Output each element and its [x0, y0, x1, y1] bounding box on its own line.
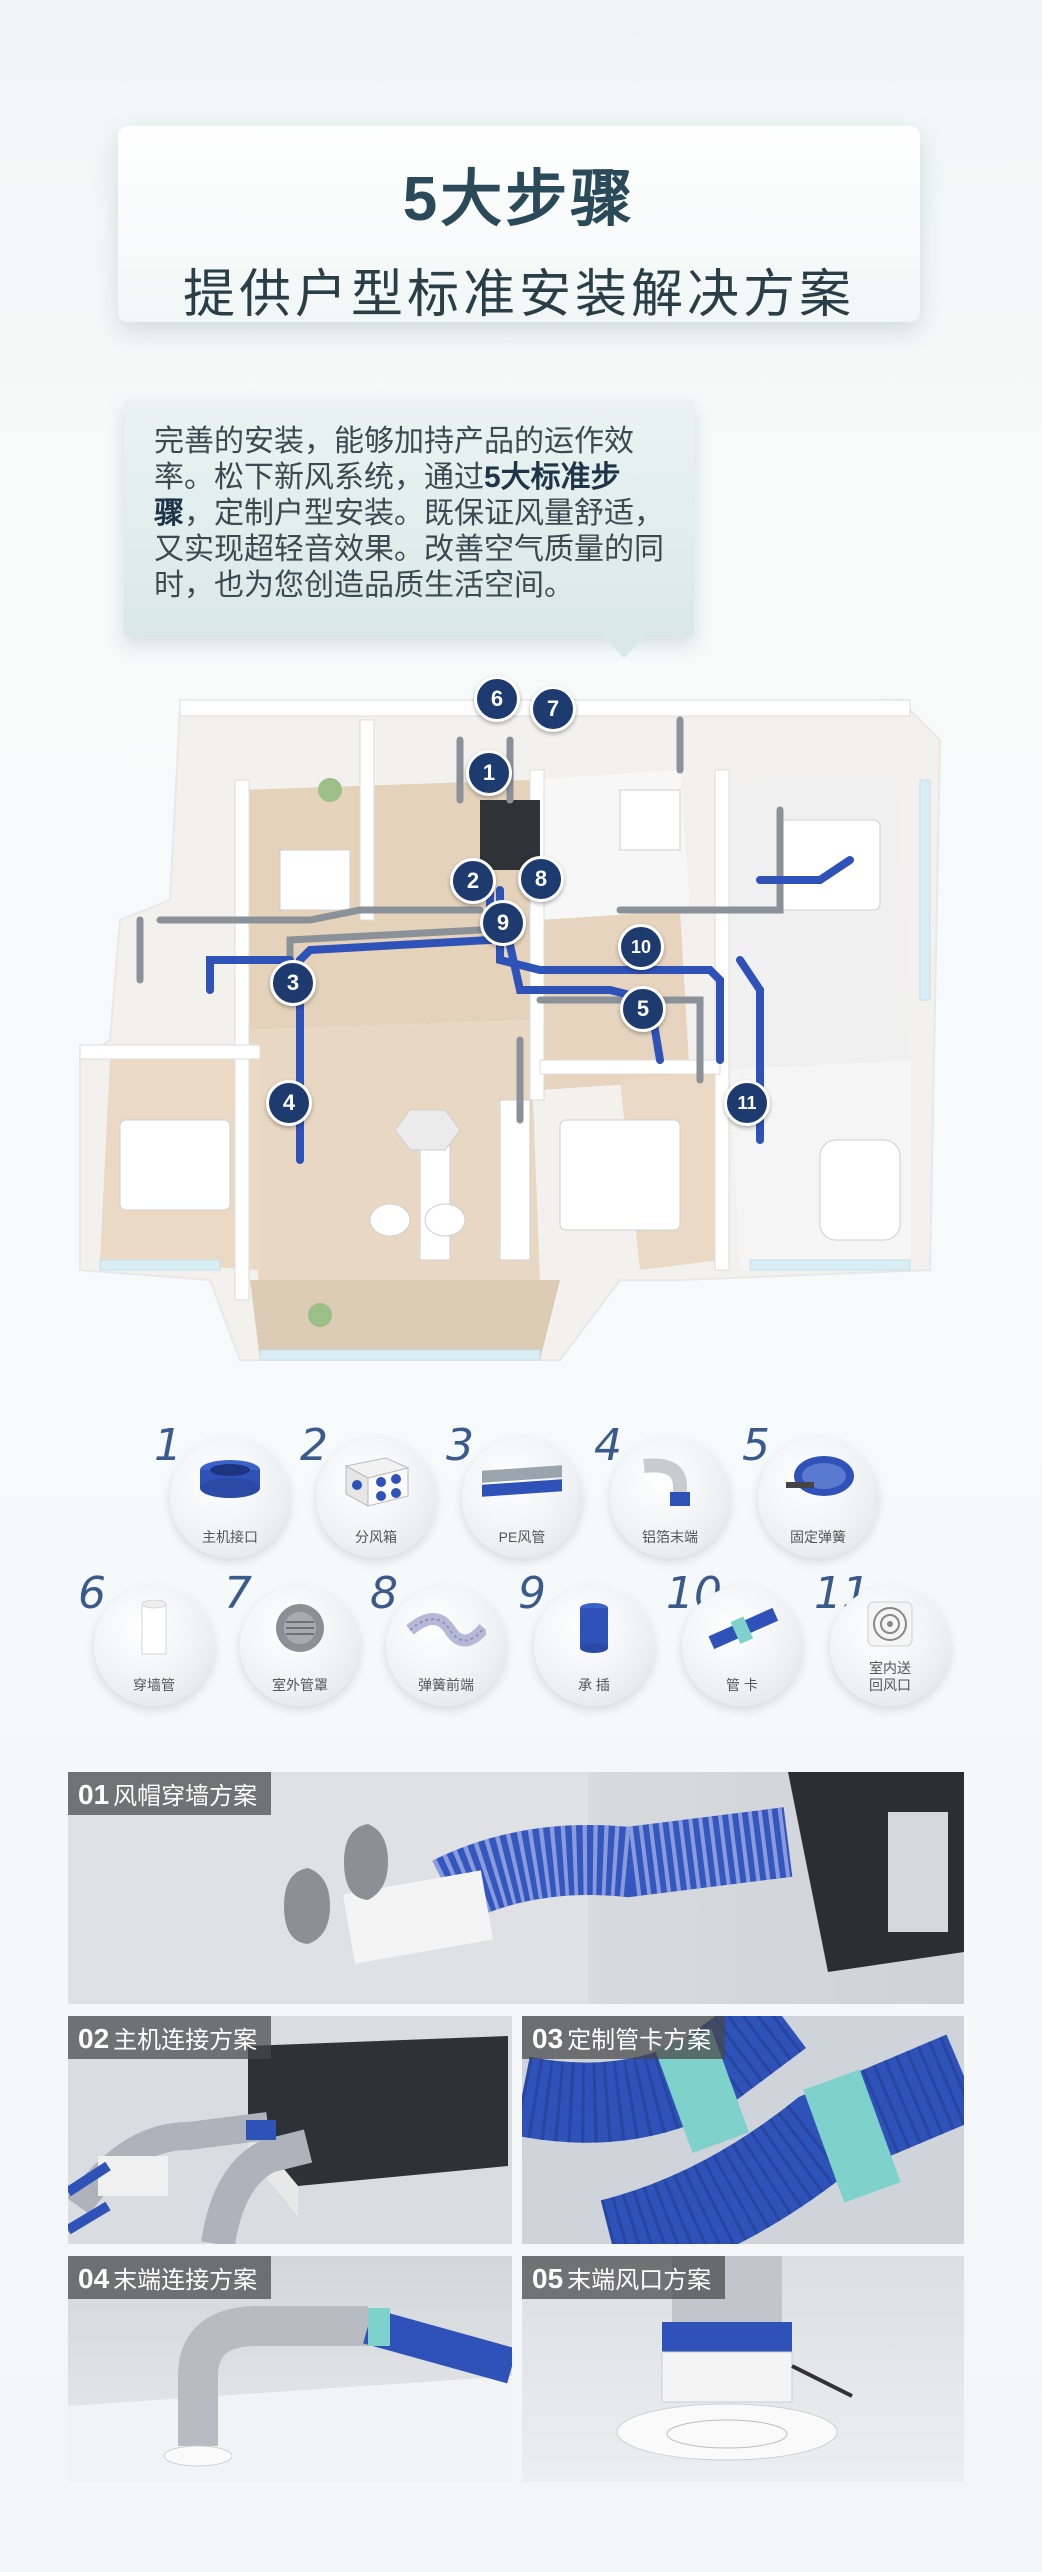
part-4: 4 铝箔末端: [594, 1420, 730, 1558]
indoor-vent-icon: [867, 1601, 913, 1647]
part-label: 主机接口: [202, 1529, 258, 1545]
floorplan-badge-3: 3: [270, 960, 316, 1006]
spring-front-icon: [406, 1613, 486, 1647]
host-connector-icon: [200, 1460, 260, 1498]
floorplan-badge-9: 9: [480, 900, 526, 946]
title-card: 5大步骤 提供户型标准安装解决方案: [118, 126, 920, 324]
floorplan-badge-11: 11: [724, 1080, 770, 1126]
intro-text-part1: 完善的安装，能够加持产品的运作效率。松下新风系统，通过: [154, 425, 634, 494]
panel-label: 主机连接方案: [113, 2027, 258, 2054]
panel-number: 03: [532, 2023, 564, 2054]
part-number: 7: [224, 1568, 252, 1619]
pipe-clamp-icon: [708, 1607, 779, 1650]
floorplan-badge-6: 6: [474, 676, 520, 722]
part-label: 承 插: [578, 1677, 610, 1693]
distribution-box-icon: [344, 1457, 410, 1507]
part-card-8: 弹簧前端: [386, 1586, 506, 1706]
part-label: 铝箔末端: [642, 1529, 698, 1545]
part-card-10: 管 卡: [682, 1586, 802, 1706]
part-2: 2 分风箱: [300, 1420, 436, 1558]
panel-label: 末端风口方案: [567, 2267, 712, 2294]
intro-text-part2: ，定制户型安装。既保证风量舒适，又实现超轻音效果。改善空气质量的同时，也为您创造…: [154, 497, 664, 602]
page-subtitle: 提供户型标准安装解决方案: [182, 266, 855, 324]
part-card-9: 承 插: [534, 1586, 654, 1706]
pe-duct-icon: [482, 1464, 562, 1498]
aluminum-end-icon: [643, 1458, 690, 1506]
part-card-6: 穿墙管: [94, 1586, 214, 1706]
part-card-2: 分风箱: [316, 1438, 436, 1558]
socket-icon: [580, 1603, 608, 1653]
part-label: 穿墙管: [133, 1677, 175, 1693]
part-number: 6: [78, 1568, 106, 1619]
part-number: 5: [742, 1420, 770, 1471]
part-5: 5 固定弹簧: [742, 1420, 878, 1558]
page-title: 5大步骤: [402, 165, 636, 234]
part-label: 固定弹簧: [790, 1529, 846, 1545]
part-card-4: 铝箔末端: [610, 1438, 730, 1558]
floorplan-badge-2: 2: [450, 858, 496, 904]
wall-pipe-icon: [141, 1600, 167, 1655]
part-11: 11 室内送 回风口: [814, 1568, 950, 1706]
panel-number: 05: [532, 2263, 564, 2294]
floorplan-illustration: 1 2 3 4 5 6 7 8 9 10 11: [60, 660, 980, 1380]
fixing-spring-icon: [786, 1456, 854, 1496]
part-6: 6 穿墙管: [78, 1568, 214, 1706]
part-card-3: PE风管: [462, 1438, 582, 1558]
part-label: PE风管: [498, 1529, 546, 1545]
part-label: 弹簧前端: [418, 1677, 474, 1693]
panel-number: 01: [78, 1779, 110, 1810]
part-card-1: 主机接口: [170, 1438, 290, 1558]
intro-text-highlight: 5大标准步骤: [154, 461, 621, 530]
panel-label: 定制管卡方案: [567, 2027, 712, 2054]
part-10: 10 管 卡: [666, 1568, 802, 1706]
part-8: 8 弹簧前端: [370, 1568, 506, 1706]
part-card-11: 室内送 回风口: [830, 1586, 950, 1706]
part-7: 7 室外管罩: [224, 1568, 360, 1706]
part-number: 9: [518, 1568, 546, 1619]
panel-number: 04: [78, 2263, 110, 2294]
part-card-5: 固定弹簧: [758, 1438, 878, 1558]
part-card-7: 室外管罩: [240, 1586, 360, 1706]
part-3: 3 PE风管: [446, 1420, 582, 1558]
panel-label: 末端连接方案: [113, 2267, 258, 2294]
custom-clamp-illustration: [522, 2016, 964, 2244]
part-number: 1: [154, 1420, 182, 1471]
part-number: 8: [370, 1568, 398, 1619]
part-label: 管 卡: [726, 1677, 758, 1693]
floorplan-badge-8: 8: [518, 856, 564, 902]
floorplan-badge-5: 5: [620, 986, 666, 1032]
end-connection-illustration: [68, 2306, 512, 2482]
end-vent-illustration: [616, 2256, 853, 2461]
panel-number: 02: [78, 2023, 110, 2054]
floorplan-drawing: [79, 698, 942, 1361]
floorplan-badge-7: 7: [530, 686, 576, 732]
part-9: 9 承 插: [518, 1568, 654, 1706]
intro-card: 完善的安装，能够加持产品的运作效率。松下新风系统，通过5大标准步骤，定制户型安装…: [124, 400, 694, 658]
floorplan-badge-4: 4: [266, 1080, 312, 1126]
part-number: 2: [300, 1420, 328, 1471]
outdoor-hood-icon: [276, 1604, 324, 1652]
part-label: 分风箱: [355, 1529, 397, 1545]
host-connection-illustration: [68, 2036, 508, 2244]
floorplan-badge-1: 1: [466, 750, 512, 796]
floorplan-badge-10: 10: [618, 924, 664, 970]
part-number: 3: [446, 1420, 474, 1471]
part-label: 室内送 回风口: [869, 1660, 911, 1693]
part-1: 1 主机接口: [154, 1420, 290, 1558]
part-number: 4: [594, 1420, 622, 1471]
part-label: 室外管罩: [272, 1677, 328, 1693]
panel-label: 风帽穿墙方案: [113, 1783, 258, 1810]
intro-text: 完善的安装，能够加持产品的运作效率。松下新风系统，通过5大标准步骤，定制户型安装…: [124, 400, 694, 604]
